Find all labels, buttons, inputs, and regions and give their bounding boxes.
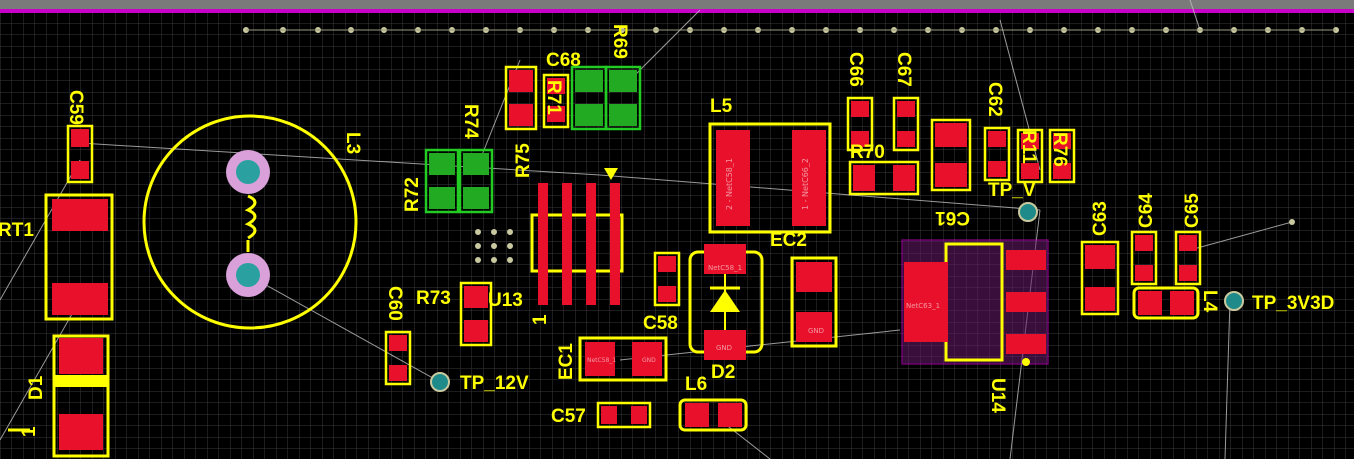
r69-footprint[interactable] xyxy=(570,65,642,131)
c61-footprint[interactable] xyxy=(930,118,972,192)
l3-label: L3 xyxy=(342,132,363,154)
r76-label: R76 xyxy=(1049,132,1070,167)
r74-label: R74 xyxy=(460,104,481,139)
c57-label: C57 xyxy=(551,406,586,427)
r11-footprint[interactable] xyxy=(1016,128,1044,184)
d2-label: D2 xyxy=(711,362,735,383)
r74-footprint[interactable] xyxy=(458,148,494,214)
rt1-label: RT1 xyxy=(0,220,34,241)
d2-net-top: NetC58_1 xyxy=(708,264,742,272)
l4-label: L4 xyxy=(1199,290,1220,313)
ec2-label: EC2 xyxy=(770,230,807,251)
r73-footprint[interactable] xyxy=(459,281,493,347)
c67-footprint[interactable] xyxy=(892,96,920,152)
c59-label: C59 xyxy=(65,90,86,125)
tp-3v3d-pad[interactable] xyxy=(1224,291,1244,311)
c65-label: C65 xyxy=(1182,193,1203,228)
d1-label: D1 xyxy=(26,375,47,400)
c62-footprint[interactable] xyxy=(983,126,1011,182)
d1-footprint[interactable] xyxy=(52,334,110,458)
tp-12v-label: TP_12V xyxy=(460,373,529,394)
c59-footprint[interactable] xyxy=(66,124,94,184)
u13-pin1-marker: 1 xyxy=(530,314,551,325)
via xyxy=(1289,219,1295,225)
l5-net-pin2: 2 - NetC58_1 xyxy=(725,158,734,210)
ec1-net-right: GND xyxy=(642,357,656,364)
r76-footprint[interactable] xyxy=(1048,128,1076,184)
c58-footprint[interactable] xyxy=(653,251,681,307)
ec1-label: EC1 xyxy=(556,343,577,380)
u14-footprint[interactable] xyxy=(901,239,1049,366)
u14-net-tab: NetC63_1 xyxy=(906,302,940,310)
c65-footprint[interactable] xyxy=(1174,230,1202,286)
c61-label: C61 xyxy=(935,207,970,228)
d2-net-bottom: GND xyxy=(716,344,732,352)
d2-footprint[interactable] xyxy=(688,244,764,360)
l5-net-pin1: 1 - NetC66_2 xyxy=(801,158,810,210)
l5-footprint[interactable] xyxy=(708,122,832,234)
c60-label: C60 xyxy=(384,286,405,321)
r75-label: R75 xyxy=(513,143,534,178)
c57-footprint[interactable] xyxy=(596,401,652,429)
tp-3v3d-label: TP_3V3D xyxy=(1252,293,1334,314)
r11-label: R11 xyxy=(1018,130,1039,164)
r72-label: R72 xyxy=(402,177,423,212)
c62-label: C62 xyxy=(984,82,1005,117)
c66-label: C66 xyxy=(845,52,866,87)
rt1-footprint[interactable] xyxy=(44,193,114,321)
l3-footprint[interactable] xyxy=(142,114,358,330)
r72-footprint[interactable] xyxy=(424,148,460,214)
tp-v-label: TP_V xyxy=(988,180,1036,201)
c60-footprint[interactable] xyxy=(384,330,412,386)
c64-label: C64 xyxy=(1136,193,1157,228)
l4-footprint[interactable] xyxy=(1132,286,1200,320)
board-outline-top xyxy=(0,0,1354,10)
ec2-footprint[interactable] xyxy=(790,256,838,348)
l6-label: L6 xyxy=(685,374,707,395)
c63-footprint[interactable] xyxy=(1080,240,1120,316)
tp-v-pad[interactable] xyxy=(1018,202,1038,222)
r70-footprint[interactable] xyxy=(848,160,920,196)
via-row xyxy=(243,27,1339,33)
ec2-net-bottom: GND xyxy=(808,327,824,335)
c66-footprint[interactable] xyxy=(846,96,874,152)
c64-footprint[interactable] xyxy=(1130,230,1158,286)
c58-label: C58 xyxy=(643,313,678,334)
r70-label: R70 xyxy=(850,142,885,163)
tp-12v-pad[interactable] xyxy=(430,372,450,392)
ec1-footprint[interactable] xyxy=(578,336,668,382)
l5-label: L5 xyxy=(710,96,733,117)
r71-label: R71 xyxy=(543,80,564,115)
r71-footprint[interactable] xyxy=(542,73,570,129)
l6-footprint[interactable] xyxy=(678,398,748,432)
u13-label: U13 xyxy=(488,290,523,311)
keepout-line xyxy=(0,9,1354,13)
c67-label: C67 xyxy=(893,52,914,87)
c63-label: C63 xyxy=(1090,201,1111,236)
u14-label: U14 xyxy=(987,378,1008,413)
u13-footprint[interactable] xyxy=(530,168,624,305)
r75-footprint[interactable] xyxy=(504,65,538,131)
r69-label: R69 xyxy=(609,24,630,59)
u13-via-grid xyxy=(475,229,513,263)
ec1-net-left: NetC58_1 xyxy=(587,357,616,364)
r73-label: R73 xyxy=(416,288,451,309)
